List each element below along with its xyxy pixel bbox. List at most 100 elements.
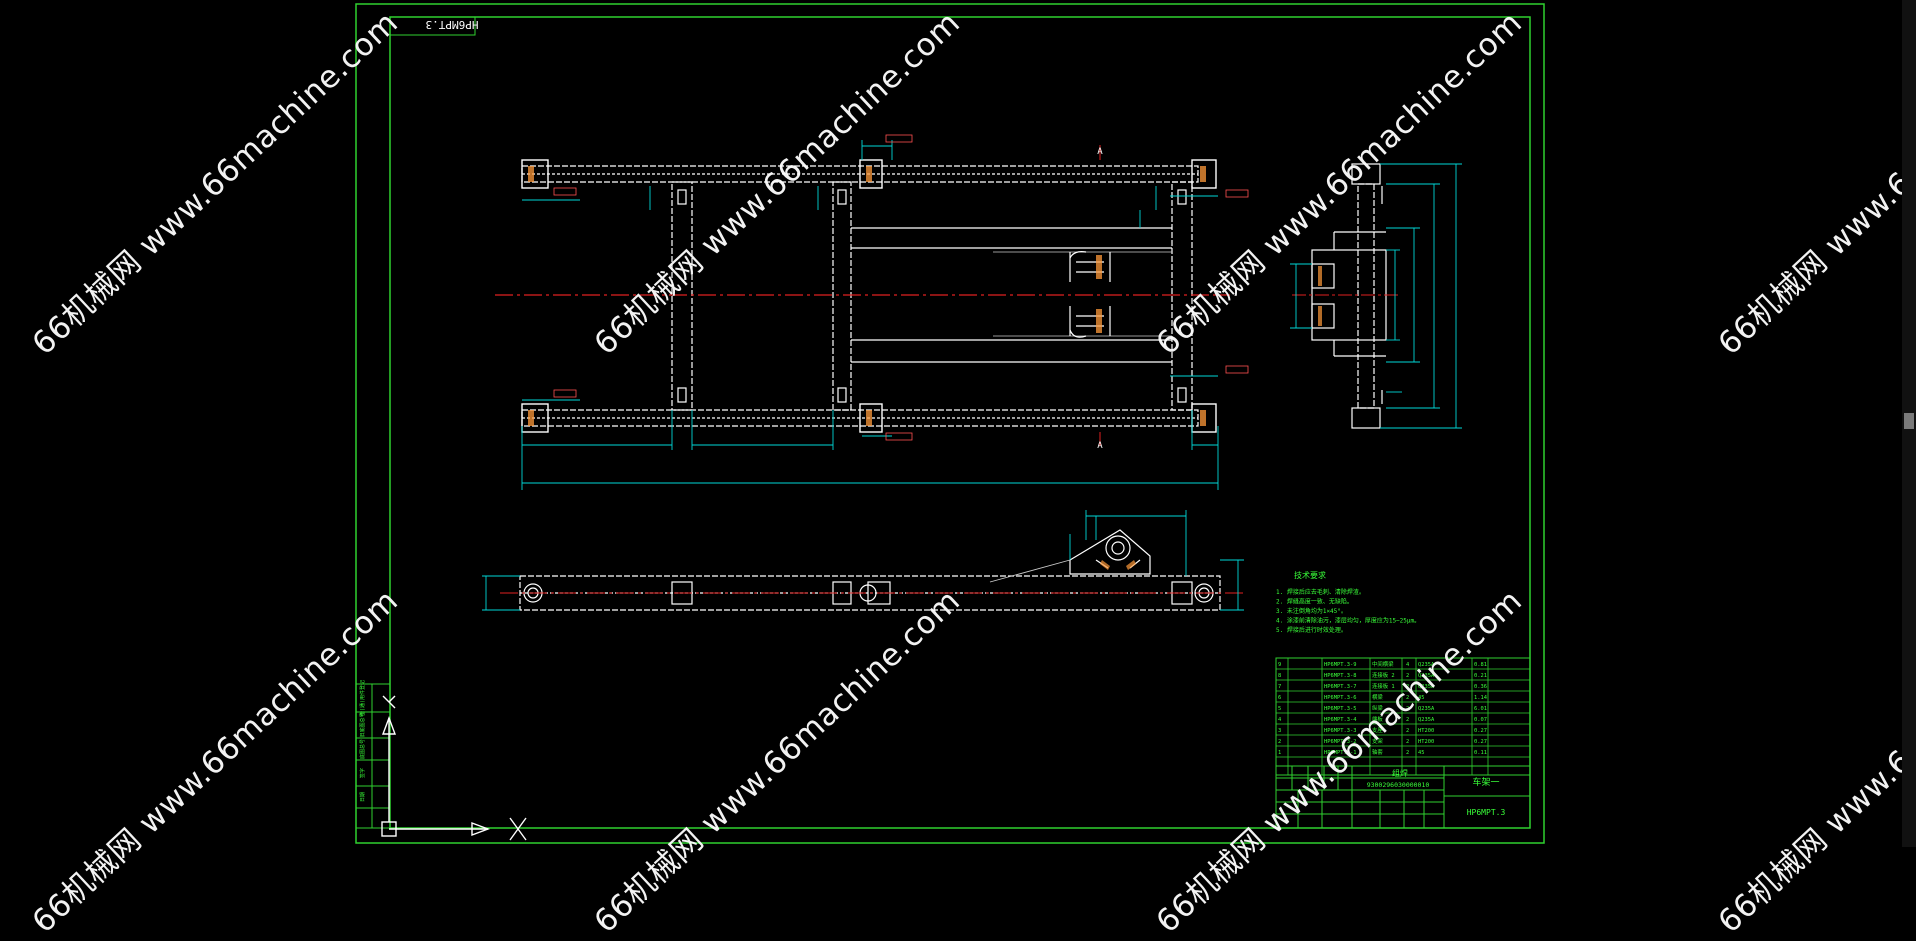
bom-cell-w: 0.27: [1474, 739, 1487, 745]
section-label-bottom: A: [1097, 441, 1103, 451]
side-view-hatch: [1318, 266, 1322, 326]
section-label-top: A: [1097, 147, 1103, 157]
bom-cell-w: 0.21: [1474, 673, 1487, 679]
code-box: [389, 16, 476, 36]
bom-cell-mat: HT200: [1418, 728, 1434, 734]
bom-cell-code: HP6MPT.3-5: [1324, 706, 1356, 712]
bom-cell-qty: 2: [1406, 695, 1409, 701]
bom-cell-no: 1: [1278, 750, 1281, 756]
bom-cell-name: 端板: [1372, 715, 1383, 723]
bom-cell-code: HP6MPT.3-9: [1324, 662, 1356, 668]
bom-cell-w: 0.36: [1474, 684, 1487, 690]
dimensions-front-view: [482, 510, 1244, 611]
tech-req-title: 技术要求: [1294, 570, 1326, 580]
title-block: [1275, 765, 1531, 829]
inner-frame: [389, 16, 1531, 829]
dimensions-side-view: [1290, 163, 1462, 429]
bom-row: 9 HP6MPT.3-9 中间横梁 4 Q235A 0.81: [1278, 660, 1487, 668]
bom-row: 6 HP6MPT.3-6 横梁 2 45 1.14: [1278, 693, 1487, 701]
tech-req-line: 5. 焊接后进行时效处理。: [1276, 626, 1347, 634]
code-box-text: HP6MPT.3: [426, 18, 479, 31]
top-view-plan: [521, 159, 1217, 433]
bom-row: 1 HP6MPT.3-1 轴套 2 45 0.11: [1278, 748, 1487, 756]
bom-cell-no: 8: [1278, 673, 1281, 679]
title-block-code: HP6MPT.3: [1467, 808, 1506, 817]
tech-req-line: 2. 焊缝高度一致、无缺陷。: [1276, 598, 1353, 606]
bom-cell-code: HP6MPT.3-4: [1324, 717, 1356, 723]
front-view-hatch: [1100, 560, 1136, 570]
bom-cell-code: HP6MPT.3-7: [1324, 684, 1356, 690]
left-strip-label: 日期: [360, 792, 366, 802]
left-strip-label: 旧底图总号: [359, 712, 366, 737]
bom-cell-mat: Q235A: [1418, 662, 1435, 668]
title-block-name: 车架一: [1472, 776, 1499, 788]
tolerance-frames: [553, 134, 1249, 441]
tech-req-line: 3. 未注倒角均为1×45°。: [1276, 607, 1347, 615]
bom-cell-qty: 2: [1406, 739, 1409, 745]
ucs-axis-icon: [381, 695, 527, 841]
outer-frame: [355, 3, 1545, 844]
bom-cell-w: 6.01: [1474, 706, 1487, 712]
tech-requirements: 1. 焊接后应去毛刺、清除焊渣。 2. 焊缝高度一致、无缺陷。3. 未注倒角均为1…: [1276, 588, 1420, 634]
bom-cell-mat: HT200: [1418, 739, 1434, 745]
bom-cell-name: 连接板 2: [1372, 671, 1395, 679]
bom-cell-no: 3: [1278, 728, 1281, 734]
bom-cell-name: 支座: [1372, 726, 1383, 734]
tech-req-line: 4. 涂漆前清除油污，漆层均匀，厚度应为15~25μm。: [1276, 617, 1420, 625]
left-strip-label: 签字: [359, 768, 366, 778]
bom-cell-no: 6: [1278, 695, 1281, 701]
scrollbar-thumb[interactable]: [1904, 413, 1914, 429]
bom-cell-no: 2: [1278, 739, 1281, 745]
tech-req-line: 1. 焊接后应去毛刺、清除焊渣。: [1276, 588, 1365, 596]
bom-cell-no: 9: [1278, 662, 1281, 668]
left-revision-strip: [355, 683, 391, 829]
side-view-section: [1311, 163, 1387, 429]
bom-cell-name: 纵梁: [1372, 704, 1383, 712]
bom-cell-qty: 2: [1406, 706, 1409, 712]
bom-cell-code: HP6MPT.3-8: [1324, 673, 1356, 679]
bom-cell-qty: 2: [1406, 750, 1409, 756]
bom-cell-w: 0.11: [1474, 750, 1487, 756]
bom-cell-code: HP6MPT.3-2: [1324, 739, 1356, 745]
dimensions-top-view: [521, 140, 1219, 490]
bom-cell-w: 1.14: [1474, 695, 1487, 701]
bom-cell-qty: 2: [1406, 684, 1409, 690]
bom-cell-name: 支架: [1372, 737, 1383, 745]
left-strip-label: 借(通)用件登记: [359, 680, 366, 716]
title-block-drawing-no: 9300296030000010: [1367, 781, 1430, 789]
bom-cell-qty: 2: [1406, 673, 1409, 679]
bom-cell-mat: Q235A: [1418, 706, 1435, 712]
bom-cell-w: 0.27: [1474, 728, 1487, 734]
bom-row: 5 HP6MPT.3-5 纵梁 2 Q235A 6.01: [1278, 704, 1487, 712]
title-block-material: 组焊: [1392, 768, 1408, 778]
bom-cell-qty: 4: [1406, 662, 1409, 668]
cad-viewer: HP6MPT.3 借(通)用件登记旧底图总号底图总号签字日期: [25, 0, 1916, 940]
bom-cell-name: 轴套: [1372, 748, 1383, 756]
bom-cell-name: 横梁: [1372, 693, 1383, 701]
bom-cell-w: 0.81: [1474, 662, 1487, 668]
bom-cell-qty: 2: [1406, 717, 1409, 723]
weld-hatch-marks: [528, 166, 1206, 426]
front-view-elevation: [519, 529, 1221, 611]
bom-cell-code: HP6MPT.3-1: [1324, 750, 1356, 756]
bom-row: 3 HP6MPT.3-3 支座 2 HT200 0.27: [1278, 726, 1487, 734]
bom-row: 2 HP6MPT.3-2 支架 2 HT200 0.27: [1278, 737, 1487, 745]
bom-cell-w: 0.07: [1474, 717, 1487, 723]
bom-cell-code: HP6MPT.3-3: [1324, 728, 1356, 734]
bom-cell-mat: 45: [1418, 750, 1425, 756]
bom-cell-no: 5: [1278, 706, 1281, 712]
bom-cell-code: HP6MPT.3-6: [1324, 695, 1356, 701]
left-strip-label: 底图总号: [359, 739, 366, 759]
bom-cell-qty: 2: [1406, 728, 1409, 734]
bom-cell-name: 中间横梁: [1372, 660, 1394, 668]
bom-cell-no: 7: [1278, 684, 1281, 690]
bom-cell-mat: Q235A: [1418, 684, 1435, 690]
bom-cell-mat: Q235A: [1418, 717, 1435, 723]
bom-cell-mat: 45: [1418, 695, 1425, 701]
